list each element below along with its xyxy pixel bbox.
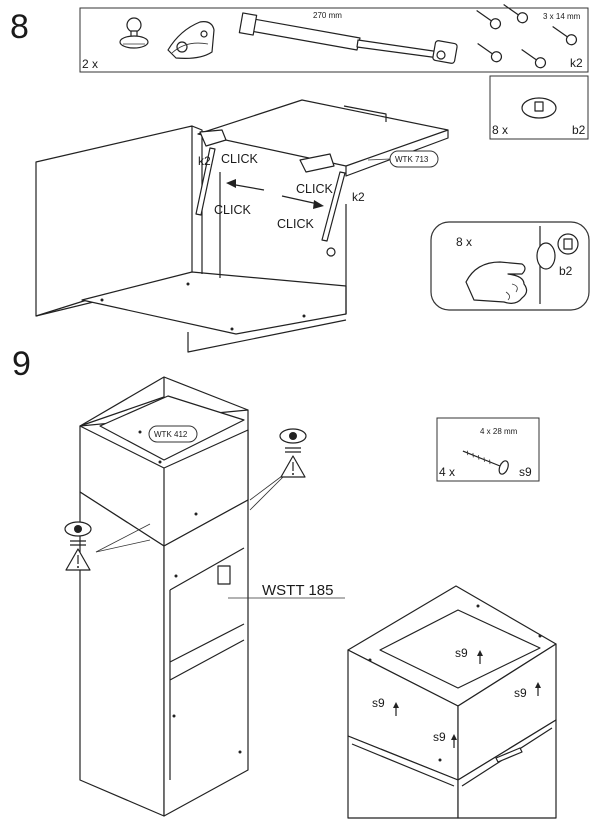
screw-box-code: s9: [519, 465, 532, 479]
warning-triangle-icon: [65, 548, 91, 571]
step-8-inset: 8 x b2: [430, 221, 590, 311]
cam-code: b2: [572, 123, 586, 137]
screw-arrow-icon: [535, 682, 541, 696]
bracket-icon: [167, 21, 215, 59]
long-screw-icon: [462, 450, 509, 475]
s9-label-2: s9: [514, 686, 527, 700]
inset-code: b2: [559, 264, 573, 278]
s9-label-3: s9: [372, 696, 385, 710]
screw-size-label: 3 x 14 mm: [543, 12, 581, 21]
wtk-412-tag: WTK 412: [148, 425, 198, 443]
k2-label-left: k2: [198, 154, 211, 168]
step-8-parts-box: 2 x 270 mm: [79, 4, 589, 73]
wall-cabinet-drawing: [35, 99, 449, 353]
parts-quantity: 2 x: [82, 57, 98, 71]
click-label-1: CLICK: [221, 152, 258, 166]
inset-quantity: 8 x: [456, 235, 472, 249]
cam-lock-detail-icon: [557, 233, 579, 255]
click-label-4: CLICK: [277, 217, 314, 231]
step-8-number: 8: [10, 8, 29, 46]
screws-icon: [476, 4, 578, 69]
warning-triangle-icon: [280, 455, 306, 478]
screw-arrow-icon: [451, 734, 457, 748]
screw-box-size: 4 x 28 mm: [480, 427, 518, 436]
hand-icon: [465, 261, 528, 304]
click-label-3: CLICK: [214, 203, 251, 217]
wtk-713-tag: WTK 713: [367, 150, 439, 168]
step-9-screw-box: 4 x 28 mm 4 x s9: [436, 417, 540, 482]
s9-label-4: s9: [433, 730, 446, 744]
svg-text:WTK 713: WTK 713: [395, 155, 429, 164]
eye-icon: [279, 428, 307, 453]
screw-arrow-icon: [393, 702, 399, 716]
gas-strut-icon: [238, 12, 458, 64]
cam-lock-icon: [521, 97, 557, 119]
tall-column-drawing: [79, 376, 345, 817]
click-label-2: CLICK: [296, 182, 333, 196]
screw-box-quantity: 4 x: [439, 465, 455, 479]
screw-arrow-icon: [477, 650, 483, 664]
cam-quantity: 8 x: [492, 123, 508, 137]
screw-code-label: k2: [570, 56, 583, 70]
column-label: WSTT 185: [262, 582, 333, 599]
s9-label-1: s9: [455, 646, 468, 660]
ball-stud-icon: [119, 17, 149, 49]
k2-label-right: k2: [352, 190, 365, 204]
step-8-cam-box: 8 x b2: [489, 75, 589, 140]
cabinet-detail-drawing: [347, 585, 557, 819]
svg-text:WTK 412: WTK 412: [154, 430, 188, 439]
step-9-number: 9: [12, 345, 31, 383]
strut-length-label: 270 mm: [313, 11, 342, 20]
eye-icon: [64, 521, 92, 546]
